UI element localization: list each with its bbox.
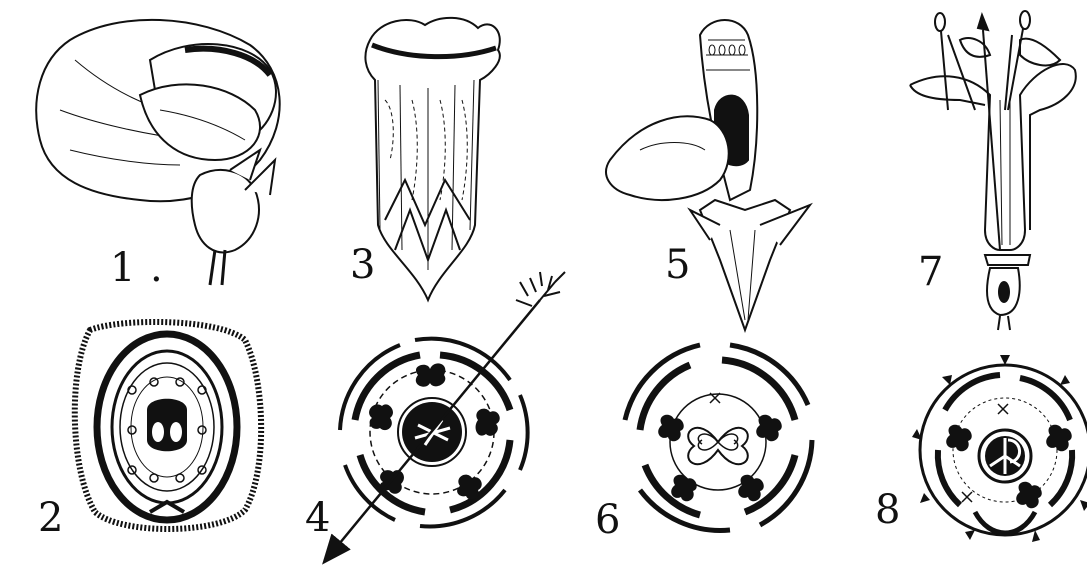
bell-flower-drawing <box>365 18 499 300</box>
label-1: 1 <box>110 248 135 288</box>
floral-diagram-6 <box>625 345 812 530</box>
floral-diagram-2 <box>75 322 261 529</box>
label-4: 4 <box>305 498 330 538</box>
label-6: 6 <box>595 500 620 540</box>
label-2: 2 <box>38 498 63 538</box>
label-8: 8 <box>875 490 900 530</box>
labiate-flower-drawing <box>606 20 810 330</box>
label-3: 3 <box>350 245 375 285</box>
floral-diagram-8 <box>912 355 1087 542</box>
label-1-dot: . <box>150 248 163 288</box>
label-7: 7 <box>918 252 943 292</box>
label-5: 5 <box>665 245 690 285</box>
floral-diagram-4 <box>330 272 565 555</box>
